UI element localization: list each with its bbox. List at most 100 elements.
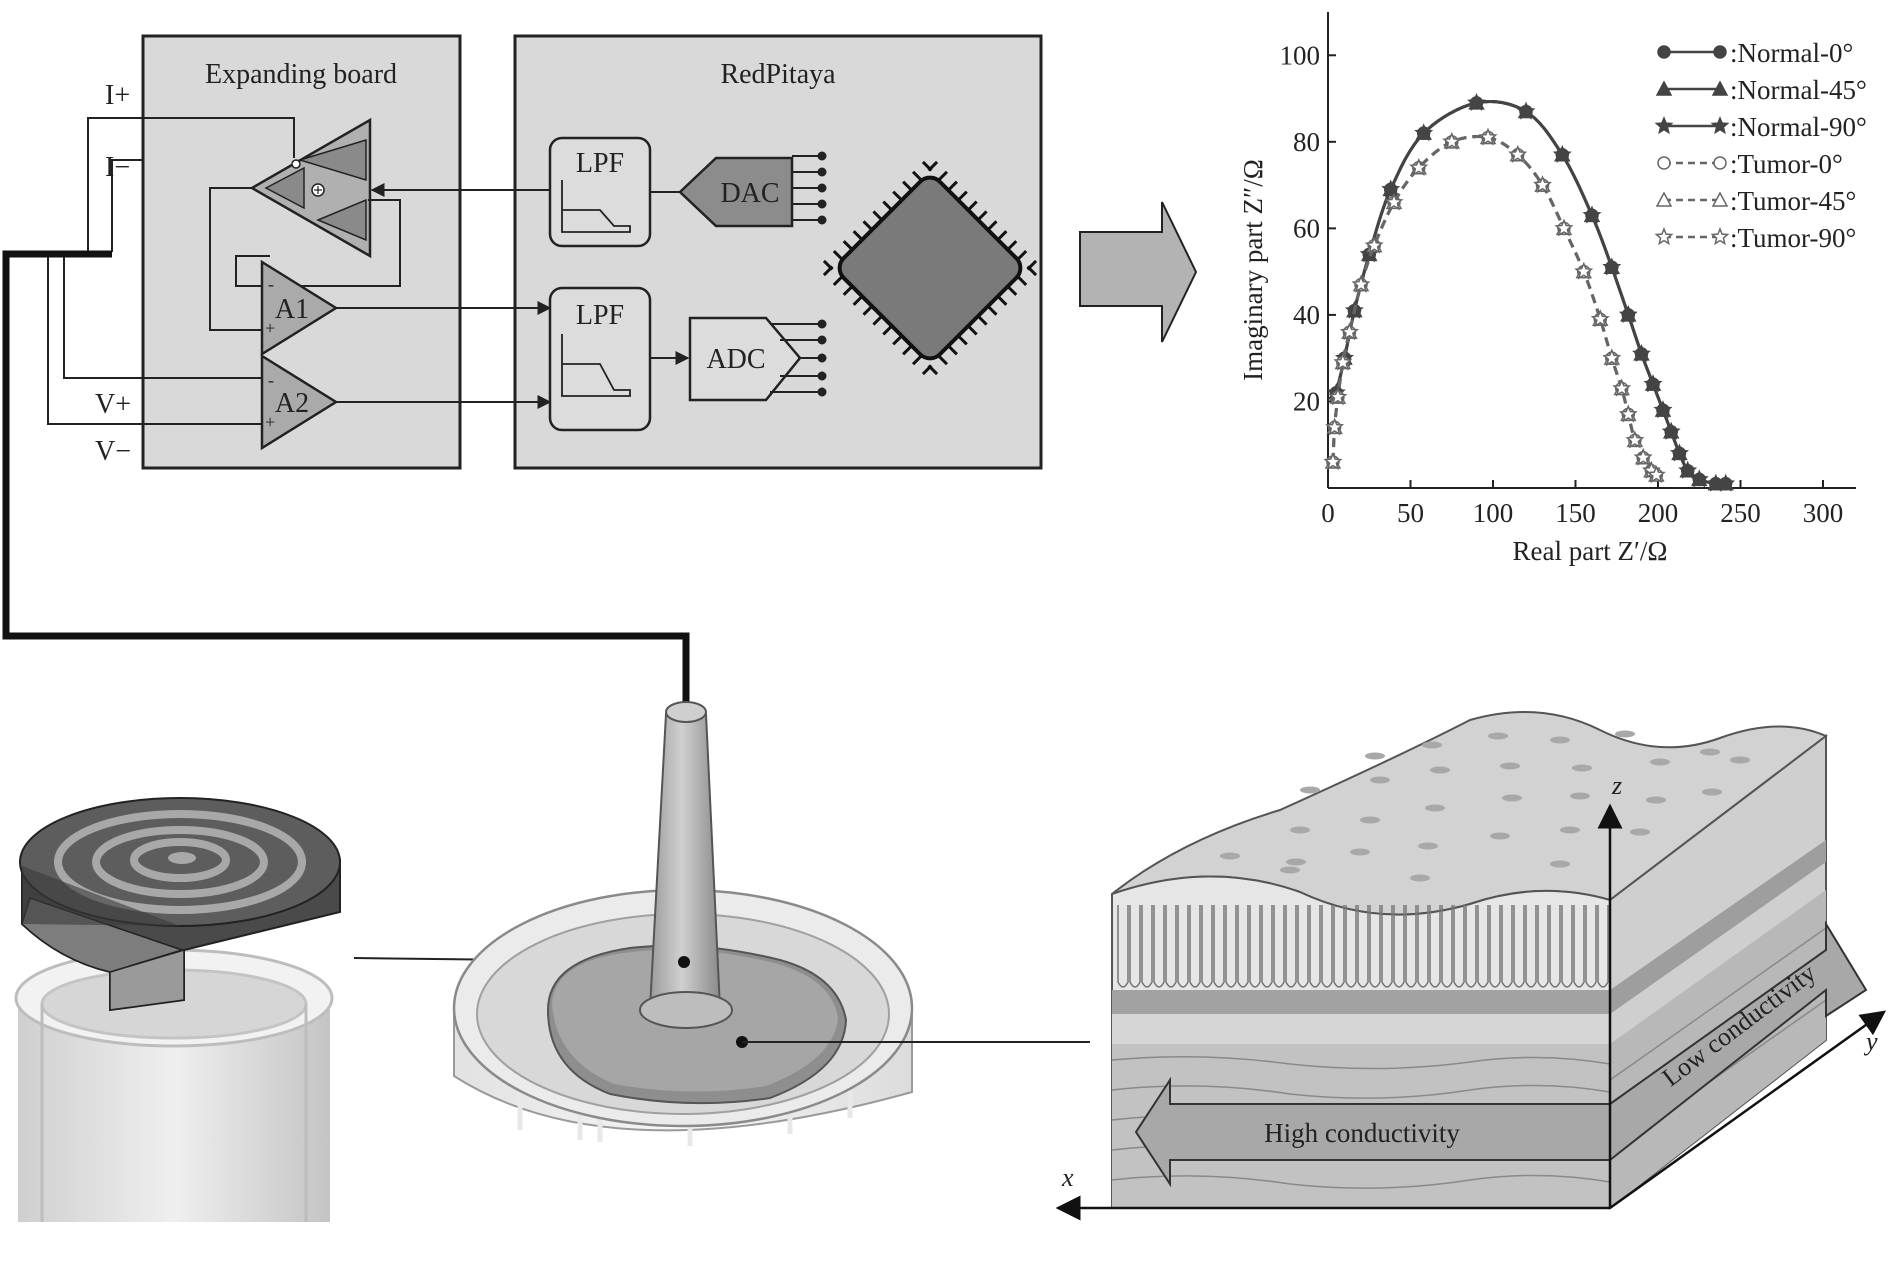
electrode-illustration [14, 797, 341, 1222]
x-tick-label: 100 [1473, 498, 1514, 528]
legend-entry: :Normal-90° [1654, 112, 1867, 142]
data-point [1533, 175, 1552, 194]
amplifier-a1 [260, 259, 339, 357]
epithelium-column [1249, 905, 1261, 988]
data-point [1625, 430, 1645, 449]
epithelium-column [1477, 905, 1489, 988]
epithelium-column [1273, 905, 1285, 988]
data-point [1602, 348, 1622, 367]
electrode-ring-outer [54, 810, 306, 914]
lpf-bottom-response [561, 334, 631, 397]
legend-marker [1711, 80, 1729, 96]
adc-block [688, 316, 802, 402]
legend-marker [1713, 45, 1727, 59]
x-tick-label: 50 [1397, 498, 1424, 528]
data-point [1508, 144, 1528, 163]
epithelium-column [1597, 905, 1609, 988]
data-point [1467, 92, 1486, 111]
adc-label: ADC [706, 344, 765, 375]
epithelium-column [1429, 905, 1441, 988]
data-point [1643, 374, 1663, 393]
epithelium-column [1525, 905, 1537, 988]
high-conductivity-arrow [1134, 1076, 1611, 1188]
epithelium-column [1585, 905, 1597, 988]
legend-label: :Normal-0° [1730, 38, 1853, 68]
epithelium-column [1153, 905, 1165, 988]
tissue-pores [1220, 730, 1750, 882]
epithelium-column [1213, 905, 1225, 988]
epithelium-columns [1117, 905, 1609, 988]
data-point [1590, 309, 1610, 328]
legend-marker [1657, 156, 1671, 170]
lpf-top-response [561, 180, 631, 233]
legend-marker [1711, 191, 1729, 207]
probe-body [648, 708, 722, 1019]
dac-pins [792, 151, 827, 225]
legend-label: :Normal-90° [1730, 112, 1867, 142]
epithelium-column [1225, 905, 1237, 988]
legend-entry: :Tumor-0° [1657, 149, 1843, 179]
legend-marker [1657, 45, 1671, 59]
series-2 [1326, 92, 1736, 492]
lpf-top-label: LPF [576, 148, 624, 179]
epithelium-column [1441, 905, 1453, 988]
tissue-block-illustration: High conductivity Low conductivity z x y [1055, 711, 1887, 1221]
epithelium-column [1309, 905, 1321, 988]
terminal-v-plus: V+ [95, 389, 131, 420]
epithelium-column [1237, 905, 1249, 988]
y-tick-label: 80 [1293, 127, 1320, 157]
flow-arrow-icon [1079, 201, 1198, 343]
legend-label: :Tumor-90° [1730, 223, 1856, 253]
circuit-diagram: Expanding board RedPitaya I+ I− V+ V− [2, 34, 1043, 706]
data-point [1646, 465, 1666, 484]
epithelium-column [1297, 905, 1309, 988]
processor-chip-icon [822, 160, 1038, 376]
data-point [1678, 460, 1698, 479]
legend-entry: :Normal-0° [1657, 38, 1853, 68]
amplifier-a1-plus: + [265, 318, 275, 338]
epithelium-column [1465, 905, 1477, 988]
epithelium-column [1453, 905, 1465, 988]
amplifier-a2-minus: - [268, 370, 274, 390]
probe-cable [2, 250, 690, 706]
data-point [1689, 469, 1709, 488]
epithelium-column [1537, 905, 1549, 988]
terminal-i-minus: I− [105, 152, 130, 183]
epithelium-column [1501, 905, 1513, 988]
data-point [1612, 378, 1632, 397]
legend-label: :Tumor-0° [1730, 149, 1843, 179]
petri-dish-illustration [452, 701, 914, 1146]
series-4 [1324, 128, 1665, 482]
terminal-v-minus: V− [95, 436, 131, 467]
x-axis-label: Real part Z′/Ω [1513, 536, 1668, 566]
inner-opamp-lower [316, 198, 367, 242]
legend-marker [1710, 227, 1730, 246]
data-point [1442, 131, 1462, 150]
expanding-board-title: Expanding board [205, 59, 397, 90]
epithelium-column [1321, 905, 1333, 988]
epithelium-column [1285, 905, 1297, 988]
y-tick-label: 60 [1293, 213, 1320, 243]
epithelium-column [1333, 905, 1345, 988]
y-tick-label: 40 [1293, 300, 1320, 330]
epithelium-column [1141, 905, 1153, 988]
series-line [1331, 135, 1658, 477]
y-axis-letter: y [1863, 1027, 1878, 1056]
epithelium-column [1129, 905, 1141, 988]
data-point [1552, 144, 1572, 163]
epithelium-column [1417, 905, 1429, 988]
epithelium-column [1561, 905, 1573, 988]
redpitaya-title: RedPitaya [720, 59, 836, 90]
data-point [1381, 179, 1401, 198]
adc-pins [770, 319, 827, 397]
epithelium-column [1177, 905, 1189, 988]
legend-entry: :Tumor-90° [1654, 223, 1856, 253]
legend-marker [1713, 156, 1727, 170]
epithelium-column [1369, 905, 1381, 988]
low-conductivity-arrow [1609, 920, 1868, 1163]
x-axis-letter: x [1061, 1163, 1074, 1192]
data-point [1554, 218, 1574, 237]
